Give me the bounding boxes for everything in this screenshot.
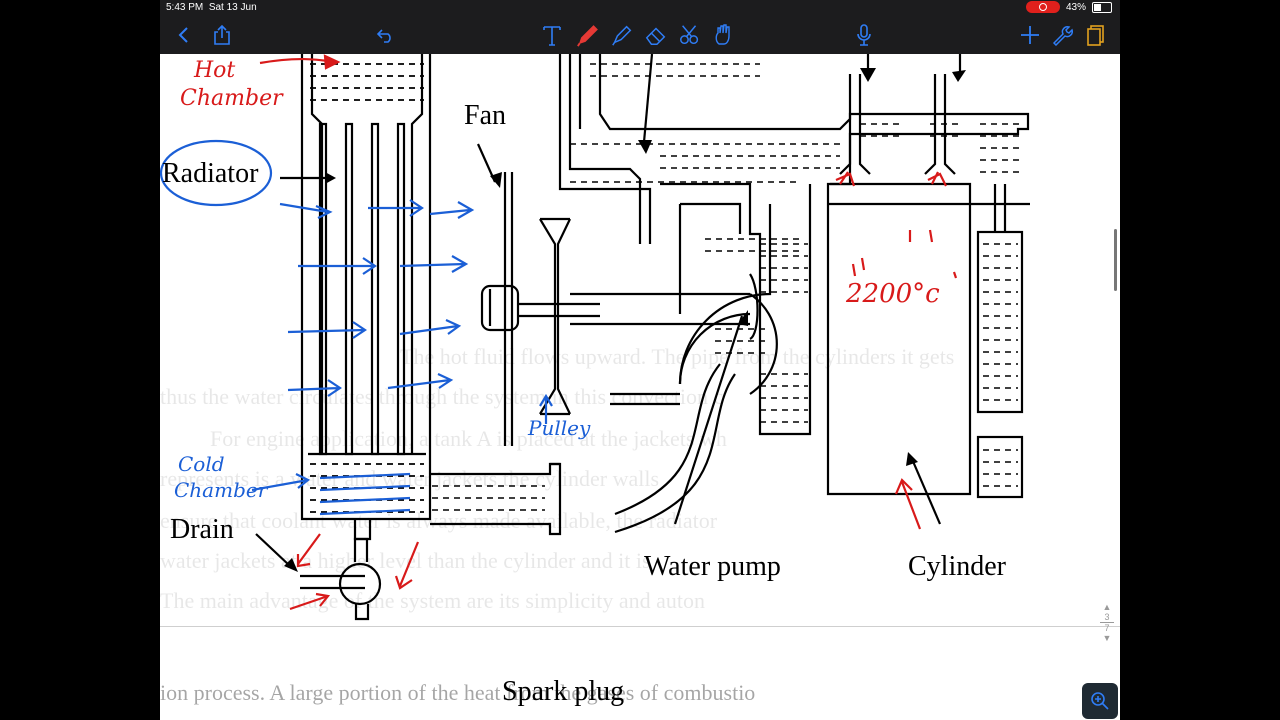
back-icon[interactable] — [172, 23, 196, 47]
battery-icon — [1092, 1, 1112, 13]
add-icon[interactable] — [1018, 23, 1042, 47]
screen-record-indicator[interactable] — [1025, 1, 1060, 13]
label-radiator: Radiator — [162, 158, 259, 189]
share-icon[interactable] — [210, 23, 234, 47]
label-spark-plug: Spark plug — [502, 676, 625, 707]
status-right: 43% — [1025, 1, 1112, 13]
annotation-cold: Cold — [178, 452, 225, 476]
zoom-button[interactable] — [1082, 683, 1118, 719]
page-down-icon[interactable]: ▼ — [1102, 633, 1112, 643]
annotation-chamber: Chamber — [174, 478, 268, 502]
cooling-system-diagram — [160, 54, 1030, 621]
annotation-temperature: 2200°c — [846, 279, 940, 309]
bg-text-line: The main advantage of the system are its… — [160, 588, 705, 613]
eraser-tool-icon[interactable] — [644, 23, 668, 47]
bg-text-line: ion process. A large portion of the heat… — [160, 680, 756, 705]
wrench-icon[interactable] — [1050, 23, 1074, 47]
annotation-pulley: Pulley — [528, 416, 591, 440]
page-up-icon[interactable]: ▲ — [1102, 602, 1112, 612]
bg-text-line: For engine application, a tank A is plac… — [210, 426, 727, 451]
label-drain: Drain — [170, 514, 234, 545]
page-break-line — [160, 626, 1120, 627]
scrollbar[interactable] — [1114, 229, 1117, 291]
status-bar: 5:43 PM Sat 13 Jun 43% — [160, 0, 1120, 16]
text-tool-icon[interactable] — [540, 23, 564, 47]
undo-icon[interactable] — [374, 23, 398, 47]
label-water-pump: Water pump — [644, 551, 781, 582]
label-fan: Fan — [464, 100, 506, 131]
label-cylinder: Cylinder — [908, 551, 1006, 582]
pen-tool-icon[interactable] — [576, 23, 600, 47]
total-pages: 7 — [1100, 622, 1114, 633]
pages-icon[interactable] — [1084, 23, 1108, 47]
battery-percent: 43% — [1065, 1, 1086, 13]
annotation-hot: Hot — [194, 58, 236, 83]
hand-tool-icon[interactable] — [712, 23, 736, 47]
highlighter-tool-icon[interactable] — [610, 23, 634, 47]
lasso-tool-icon[interactable] — [678, 23, 702, 47]
current-page: 3 — [1104, 612, 1110, 622]
document-page[interactable]: The hot fluid flows upward. The pipe fro… — [160, 54, 1120, 720]
page-indicator[interactable]: ▲ 3 7 ▼ — [1100, 602, 1114, 643]
bg-text-line: water jackets at a higher level than the… — [160, 548, 651, 573]
zoom-in-icon — [1091, 692, 1109, 710]
microphone-icon[interactable] — [852, 23, 876, 47]
notes-toolbar — [160, 16, 1120, 54]
annotation-chamber: Chamber — [180, 86, 283, 111]
radiator — [300, 54, 432, 521]
bg-text-line: The hot fluid flows upward. The pipe fro… — [400, 344, 955, 369]
status-time: 5:43 PM Sat 13 Jun — [166, 2, 257, 13]
